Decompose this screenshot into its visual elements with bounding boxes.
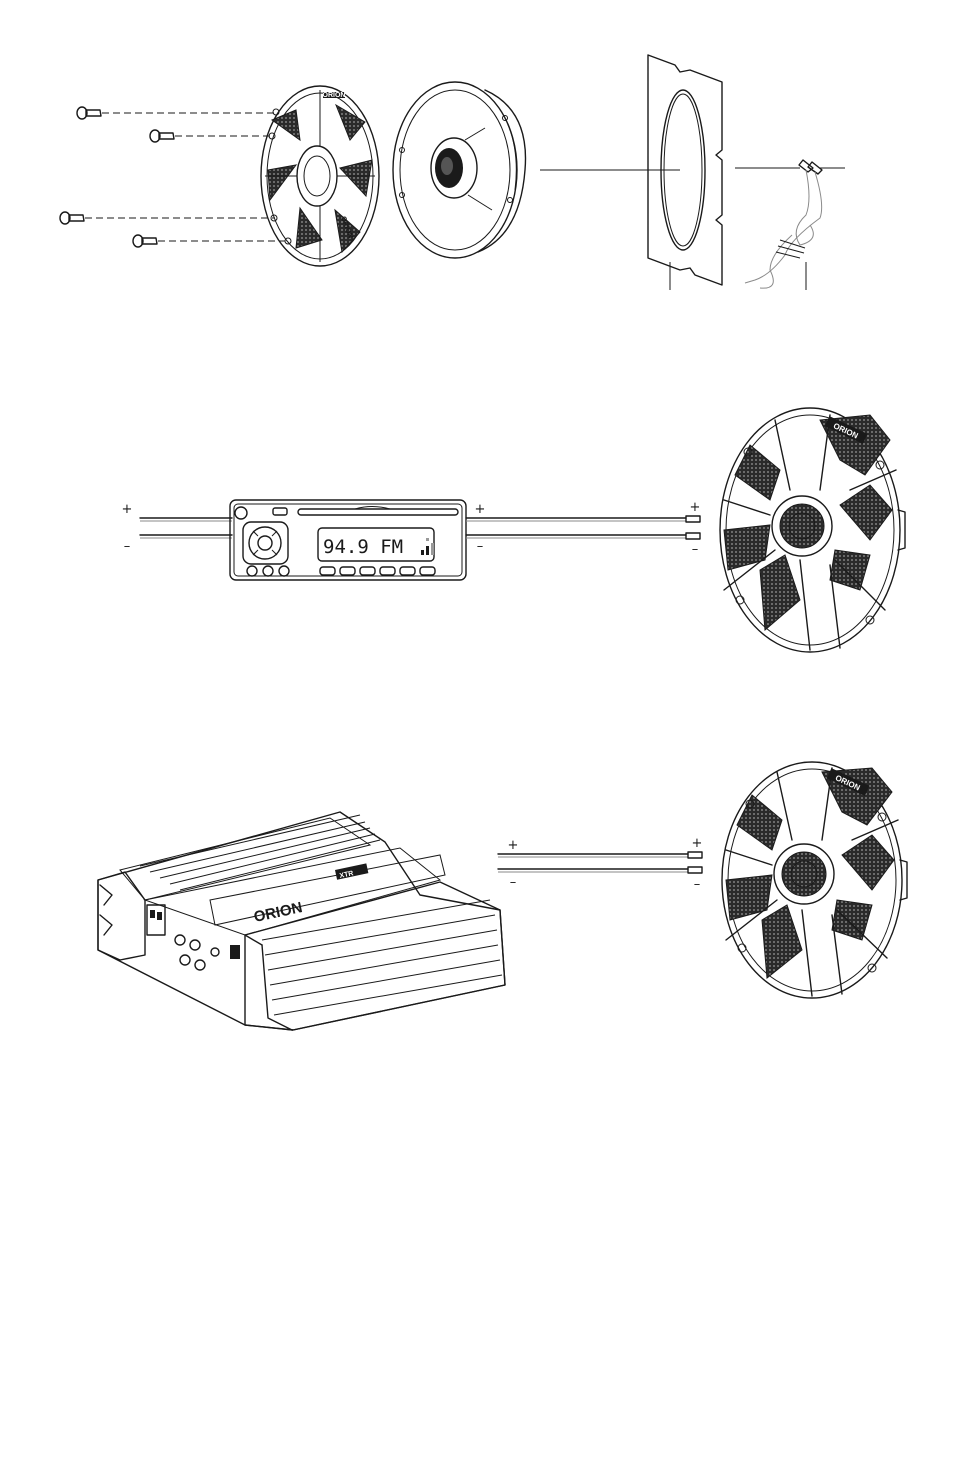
amp-output-positive: + [508,838,519,853]
signal-meter-icon [421,538,434,555]
center-select-icon [258,536,272,550]
speaker2-positive: + [692,836,703,851]
preset-button-5 [400,567,415,575]
preset-button-3 [360,567,375,575]
frequency-readout: 94.9 FM [323,536,403,558]
power-knob-icon [235,507,247,519]
amp-power-terminal [147,905,165,935]
mounting-gasket [648,55,722,290]
radio-input-negative: – [124,539,131,554]
rca-input-1 [175,935,185,945]
amp-output-negative: – [510,875,517,890]
speaker1-positive: + [690,500,701,515]
head-unit-wiring: + – 94.9 FM [122,500,701,580]
svg-text:XTR: XTR [339,870,354,880]
radio-input-positive: + [122,502,133,517]
gain-knob-icon [211,948,219,956]
exploded-view: ORION ORION [60,55,845,290]
radio-output-negative: – [477,539,484,554]
radio-knob-2 [263,566,273,576]
cd-slot [298,509,458,515]
preset-button-4 [380,567,395,575]
radio-knob-1 [247,566,257,576]
screw-third [60,212,275,224]
speaker2-negative: – [694,877,701,892]
screw-second [150,130,270,142]
rca-input-4 [195,960,205,970]
svg-text:ORION: ORION [323,92,346,99]
radio-output-positive: + [475,502,486,517]
preset-button-1 [320,567,335,575]
coaxial-speaker [393,82,680,258]
screw-top-left [77,107,275,119]
radio-small-button [273,508,287,515]
rca-input-3 [180,955,190,965]
car-radio-head-unit: 94.9 FM [230,500,466,580]
speaker1-negative: – [692,542,699,557]
amp-speaker-terminal [230,945,240,959]
screw-bottom [133,235,285,247]
speaker-front-view-2: ORION [722,762,907,998]
speaker-grille-exploded: ORION ORION [261,86,379,266]
speaker-wire-harness [735,160,845,290]
amp-brand-logo: ORION [252,899,304,926]
preset-button-2 [340,567,355,575]
amplifier-wiring: ORION XTR [98,812,702,1030]
speaker-front-view-1: ORION [720,408,905,652]
rca-input-2 [190,940,200,950]
radio-knob-3 [279,566,289,576]
preset-button-6 [420,567,435,575]
amplifier: ORION XTR [98,812,505,1030]
